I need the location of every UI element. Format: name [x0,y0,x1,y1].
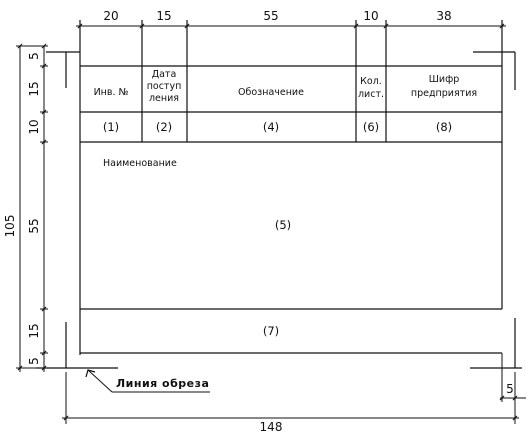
ref-8: (8) [436,120,452,134]
dim-left-10: 10 [27,119,41,134]
dim-total-width: 148 [260,420,283,434]
dim-top-10: 10 [363,9,378,23]
cell-date-label-3: ления [149,93,179,104]
name-field-label: Наименование [103,158,177,169]
cell-code-label-1: Шифр [429,74,460,85]
dim-left-15a: 15 [27,81,41,96]
dim-top-20: 20 [103,9,118,23]
cell-sheets-label-2: лист. [358,89,384,100]
ref-1: (1) [103,120,119,134]
cut-corner-marks [36,51,522,369]
cut-line-label: Линия обреза [116,377,209,390]
left-dimensions [16,46,48,372]
dim-top-38: 38 [436,9,451,23]
cell-sheets-label-1: Кол. [360,76,382,87]
dim-left-55: 55 [27,218,41,233]
card-frame [79,20,503,355]
ref-2: (2) [156,120,172,134]
dim-left-5b: 5 [27,357,41,365]
ref-4: (4) [263,120,279,134]
cell-date-label-2: поступ [147,81,182,92]
ref-7: (7) [263,324,279,338]
ref-5: (5) [275,218,291,232]
dim-top-15: 15 [156,9,171,23]
cell-date-label-1: Дата [152,69,177,80]
dim-total-height: 105 [3,215,17,238]
cell-inv-no-label: Инв. № [94,87,129,98]
dim-bottom-right-5: 5 [506,382,514,396]
dim-left-15b: 15 [27,323,41,338]
bottom-dimensions [62,353,526,424]
dim-top-55: 55 [263,9,278,23]
dim-left-5a: 5 [27,52,41,60]
cell-code-label-2: предприятия [411,88,477,99]
cut-line-leader [85,369,210,393]
cell-designation-label: Обозначение [238,87,304,98]
ref-6: (6) [363,120,379,134]
